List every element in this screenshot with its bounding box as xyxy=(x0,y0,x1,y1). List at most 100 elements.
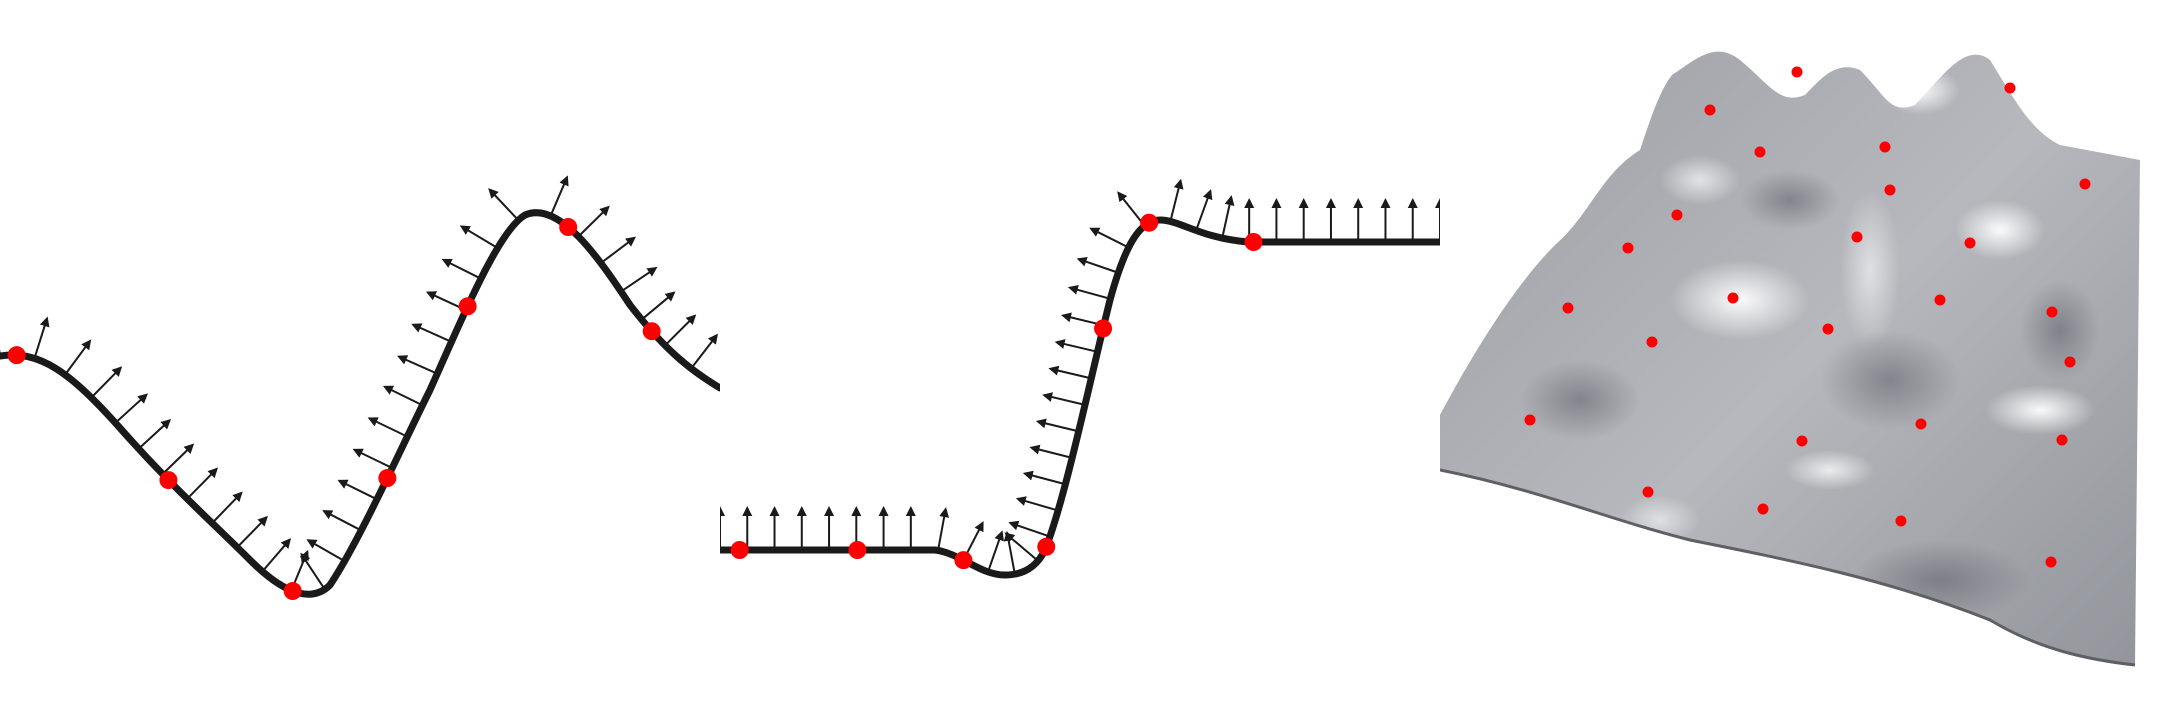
normal-arrow xyxy=(549,175,569,217)
left-curve xyxy=(0,209,720,598)
surface-mesh xyxy=(1440,51,2140,665)
surface-sample-point xyxy=(1671,209,1683,221)
normal-arrow xyxy=(664,314,697,347)
surface-sample-point xyxy=(1524,414,1536,426)
surface-sample-point xyxy=(2056,434,2068,446)
normal-arrow xyxy=(577,205,610,238)
surface-sample-point xyxy=(1851,231,1863,243)
normal-arrow xyxy=(1022,470,1066,486)
normal-arrow xyxy=(300,552,326,590)
surface-sample-point xyxy=(1704,104,1716,116)
normal-arrow xyxy=(397,355,438,375)
sample-point xyxy=(283,582,302,601)
sample-point xyxy=(954,551,973,570)
sample-point xyxy=(1244,233,1263,251)
normal-arrow xyxy=(1221,195,1235,239)
normal-arrow xyxy=(1169,178,1184,222)
surface-sample-point xyxy=(1754,146,1766,158)
normal-arrow xyxy=(161,443,195,475)
sample-point xyxy=(1037,537,1056,556)
normal-arrow xyxy=(236,515,268,549)
normal-arrow xyxy=(1089,227,1130,249)
sample-point xyxy=(730,541,749,559)
surface-sample-point xyxy=(1879,141,1891,153)
surface-sample-point xyxy=(1934,294,1946,306)
normal-arrow xyxy=(367,417,408,438)
normal-arrow xyxy=(1042,392,1086,406)
sample-point xyxy=(642,322,661,341)
surface-sample-point xyxy=(2004,82,2016,94)
normal-arrow xyxy=(186,467,219,500)
left-sample-points xyxy=(7,218,661,601)
left-curve-plot xyxy=(0,175,720,601)
normal-arrow xyxy=(1035,418,1079,433)
normal-arrow xyxy=(620,266,658,293)
sample-point xyxy=(848,541,867,559)
surface-sample-point xyxy=(1884,184,1896,196)
normal-arrow xyxy=(33,316,50,359)
sample-point xyxy=(7,346,26,365)
normal-arrow xyxy=(137,419,172,450)
surface-sample-point xyxy=(1622,242,1634,254)
normal-arrow xyxy=(261,538,292,573)
normal-arrow xyxy=(987,530,1004,573)
surface-sample-point xyxy=(1642,486,1654,498)
normal-arrow xyxy=(211,491,243,524)
normal-arrow xyxy=(1054,339,1098,353)
sample-point xyxy=(159,471,178,490)
normal-arrow xyxy=(459,225,499,249)
surface-sample-point xyxy=(1796,435,1808,447)
surface-sample-point xyxy=(1727,292,1739,304)
surface-sample-point xyxy=(1757,503,1769,515)
normal-arrow xyxy=(114,393,148,424)
normal-arrow xyxy=(1008,520,1051,538)
normal-arrow xyxy=(690,333,719,370)
surface-sample-point xyxy=(2079,178,2091,190)
left-normal-arrows xyxy=(0,175,720,591)
normal-arrow xyxy=(641,291,676,321)
middle-curve-plot xyxy=(720,178,1440,579)
surface-sample-point xyxy=(1791,66,1803,78)
middle-curve xyxy=(720,216,1440,579)
normal-arrow xyxy=(1004,532,1039,562)
normal-arrow xyxy=(306,539,346,562)
normal-arrow xyxy=(441,258,482,280)
normal-arrow xyxy=(600,236,637,264)
surface-sample-point xyxy=(1646,336,1658,348)
sample-point xyxy=(559,218,578,237)
panel-middle-curve xyxy=(720,0,1440,720)
normal-arrow xyxy=(1015,496,1059,512)
surface-sample-point xyxy=(2046,306,2058,318)
surface-front-edge xyxy=(1440,468,2136,667)
normal-arrow xyxy=(1029,444,1073,459)
normal-arrow xyxy=(488,188,520,221)
surface-sample-point xyxy=(1822,323,1834,335)
surface-sample-points xyxy=(1524,66,2091,568)
normal-arrow xyxy=(1195,189,1213,231)
sample-point xyxy=(458,297,477,316)
normal-arrow xyxy=(1067,284,1111,300)
normal-arrow xyxy=(411,323,452,343)
normal-arrow xyxy=(322,510,362,532)
surface-sample-point xyxy=(1915,418,1927,430)
normal-arrow xyxy=(90,366,123,399)
surface-sample-point xyxy=(1562,302,1574,314)
middle-sample-points xyxy=(730,213,1263,570)
normal-arrow xyxy=(337,479,378,501)
sample-point xyxy=(1094,319,1113,338)
normal-arrow xyxy=(64,339,92,376)
surface-sample-point xyxy=(1895,515,1907,527)
sample-point xyxy=(1140,213,1159,232)
surface-plot xyxy=(1440,51,2140,667)
surface-sample-point xyxy=(2045,556,2057,568)
surface-sample-point xyxy=(1964,237,1976,249)
normal-arrow xyxy=(937,507,950,551)
normal-arrow xyxy=(1048,365,1092,380)
panel-left-curve xyxy=(0,0,720,720)
normal-arrow xyxy=(352,448,393,469)
normal-arrow xyxy=(1117,191,1146,227)
surface-sample-point xyxy=(2064,356,2076,368)
panel-right-surface xyxy=(1440,0,2160,720)
sample-point xyxy=(378,469,397,488)
